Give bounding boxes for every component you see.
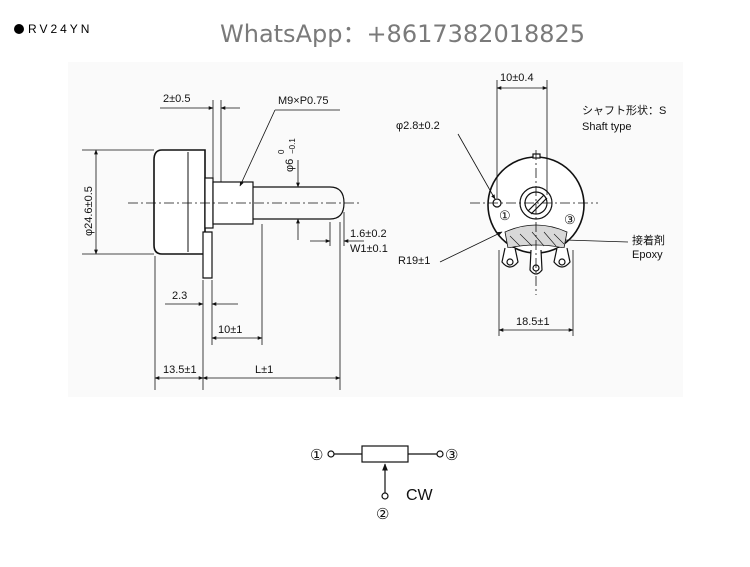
schematic-labels: ① ③ ② CW	[310, 447, 458, 523]
epoxy-en: Epoxy	[632, 249, 663, 261]
model-name: RV24YN	[28, 22, 93, 36]
terminal-pin	[202, 231, 213, 279]
dim-10-4-label: 10±0.4	[500, 72, 534, 84]
schematic	[327, 445, 444, 500]
dim-13-5-label: 13.5±1	[163, 364, 197, 376]
shaft-type-en: Shaft type	[582, 121, 632, 133]
slot-width-label: W1±0.1	[350, 243, 388, 255]
shaft-diameter-label: φ6	[284, 159, 296, 172]
contact-watermark: WhatsApp：+8617382018825	[220, 20, 586, 48]
shaft-tol-lower: −0.1	[288, 138, 297, 154]
schematic-terminal-2: ②	[376, 506, 389, 523]
slot-depth-label: 1.6±0.2	[350, 228, 387, 240]
hole-diameter-label: φ2.8±0.2	[396, 120, 440, 132]
thread-label: M9×P0.75	[278, 95, 328, 107]
front-terminal-3	[553, 247, 571, 268]
schematic-terminal-1: ①	[310, 447, 323, 464]
dim-10-label: 10±1	[218, 324, 242, 336]
schematic-terminal-3: ③	[445, 447, 458, 464]
bullet-icon	[14, 24, 24, 34]
terminal-1-mark: ①	[499, 208, 511, 223]
terminal-3-mark: ③	[564, 212, 576, 227]
dim-2-3-label: 2.3	[172, 290, 187, 302]
model-label: RV24YN	[14, 22, 92, 36]
front-terminal-1	[501, 247, 519, 268]
dim-2-label: 2±0.5	[163, 93, 190, 105]
front-view-labels: 10±0.4 φ2.8±0.2 シャフト形状：S Shaft type 接着剤 …	[396, 72, 666, 328]
direction-label: CW	[406, 487, 434, 504]
radius-label: R19±1	[398, 255, 430, 267]
shaft-type-jp: シャフト形状：S	[582, 103, 666, 117]
shaft-tol-upper: 0	[277, 149, 286, 154]
epoxy-jp: 接着剤	[632, 233, 665, 247]
side-view-labels: 2±0.5 M9×P0.75 φ24.6±0.5 φ6 0 −0.1 1.6±0…	[83, 93, 388, 376]
pot-body	[153, 149, 206, 255]
dim-L-label: L±1	[255, 364, 273, 376]
side-view	[82, 100, 364, 390]
dim-18-5-label: 18.5±1	[516, 316, 550, 328]
body-diameter-label: φ24.6±0.5	[83, 186, 95, 236]
resistor-body	[361, 445, 409, 463]
front-view	[439, 80, 629, 336]
